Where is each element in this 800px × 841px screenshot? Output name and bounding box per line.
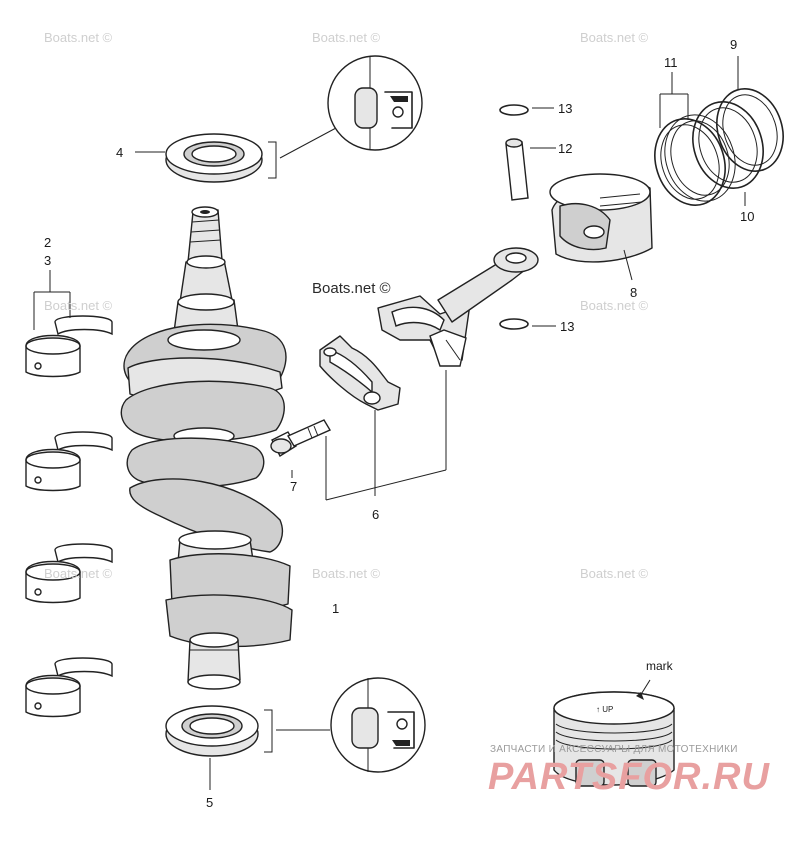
connecting-rod bbox=[377, 247, 539, 367]
watermark: Boats.net © bbox=[44, 30, 113, 45]
bearing-2 bbox=[25, 431, 113, 492]
watermark: Boats.net © bbox=[312, 566, 381, 581]
callout-6: 6 bbox=[372, 507, 380, 522]
callout-8: 8 bbox=[630, 285, 638, 300]
watermark: Boats.net © bbox=[312, 30, 381, 45]
bearing-3 bbox=[25, 543, 113, 604]
watermark: Boats.net © bbox=[44, 298, 113, 313]
bearing-1 bbox=[25, 315, 113, 378]
brand-tagline: ЗАПЧАСТИ И АКСЕССУАРЫ ДЛЯ МОТОТЕХНИКИ bbox=[490, 744, 738, 755]
main-bearing-set bbox=[25, 270, 113, 718]
watermark: Boats.net © bbox=[44, 566, 113, 581]
seal-detail-bottom bbox=[330, 677, 426, 773]
callout-2: 2 bbox=[44, 235, 52, 250]
seal-detail-top bbox=[327, 55, 423, 151]
piston-rings bbox=[654, 56, 784, 206]
oil-seal-bottom bbox=[165, 705, 330, 790]
callout-9: 9 bbox=[730, 37, 738, 52]
callout-3: 3 bbox=[44, 253, 52, 268]
watermark-dark: Boats.net © bbox=[312, 280, 391, 297]
bearing-4 bbox=[25, 657, 113, 718]
mark-label: mark bbox=[646, 659, 673, 673]
callout-10: 10 bbox=[740, 209, 755, 224]
watermark: Boats.net © bbox=[580, 566, 649, 581]
piston-pin-clip-top bbox=[499, 104, 554, 116]
callout-13-top: 13 bbox=[558, 101, 573, 116]
callout-7: 7 bbox=[290, 479, 298, 494]
crankshaft bbox=[120, 206, 293, 690]
piston-mark-detail: ↑ UP bbox=[553, 679, 675, 787]
piston bbox=[549, 173, 653, 281]
rod-cap bbox=[319, 335, 447, 501]
brand-logo: PARTSFOR.RU bbox=[488, 756, 770, 798]
watermark: Boats.net © bbox=[580, 298, 649, 313]
callout-5: 5 bbox=[206, 795, 214, 810]
callout-13-bottom: 13 bbox=[560, 319, 575, 334]
piston-pin bbox=[505, 138, 556, 201]
watermark: Boats.net © bbox=[580, 30, 649, 45]
piston-pin-clip-bottom bbox=[499, 318, 556, 330]
svg-text:↑ UP: ↑ UP bbox=[596, 705, 613, 714]
oil-seal-top bbox=[135, 127, 337, 183]
callout-11: 11 bbox=[664, 55, 678, 70]
callout-1: 1 bbox=[332, 601, 340, 616]
callout-12: 12 bbox=[558, 141, 573, 156]
rod-bolt bbox=[270, 419, 332, 478]
callout-4: 4 bbox=[116, 145, 124, 160]
